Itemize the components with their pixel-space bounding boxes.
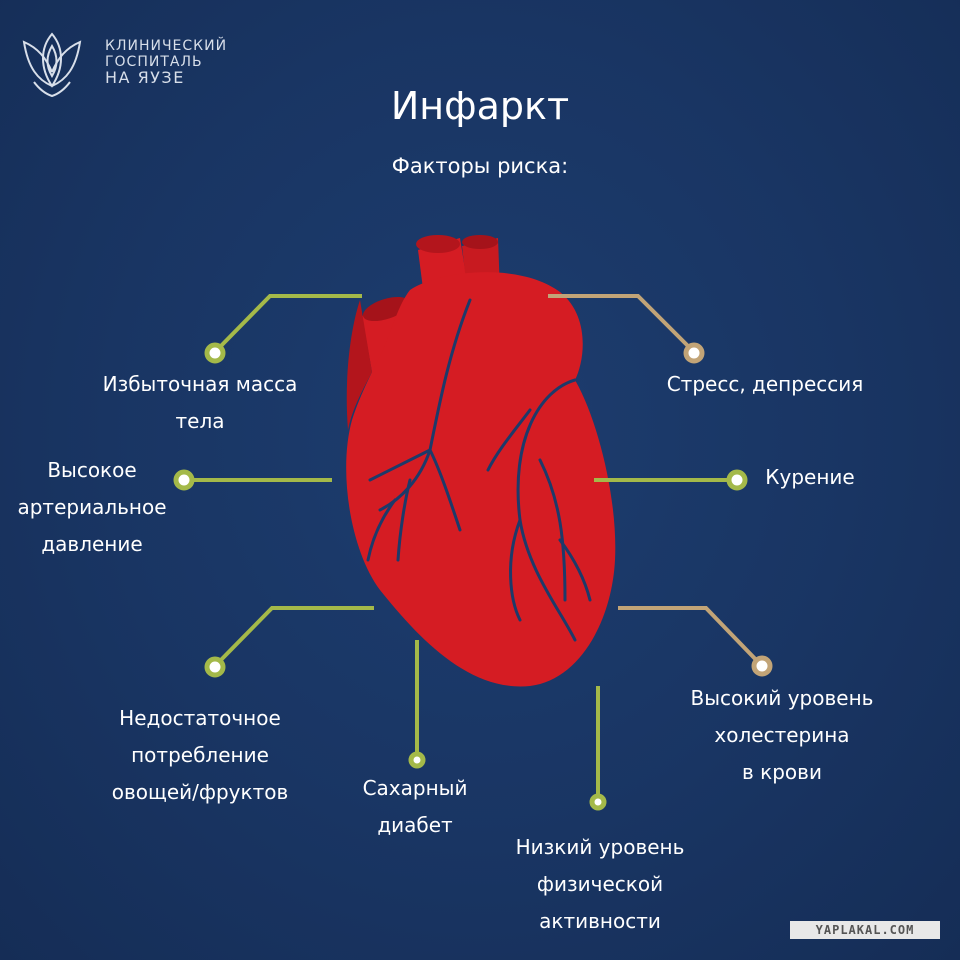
page-title: Инфаркт bbox=[390, 84, 570, 128]
hospital-name-line1: КЛИНИЧЕСКИЙ bbox=[105, 38, 228, 54]
dot-excess-weight bbox=[204, 342, 226, 364]
page-subtitle: Факторы риска: bbox=[391, 154, 569, 178]
connectors bbox=[184, 294, 764, 800]
label-blood-pressure: Высокое артериальное давление bbox=[17, 458, 167, 556]
label-low-vegetables: Недостаточное потребление овощей/фруктов bbox=[111, 706, 289, 804]
hospital-name-line2: ГОСПИТАЛЬ bbox=[105, 54, 203, 70]
label-diabetes: Сахарный диабет bbox=[362, 776, 468, 837]
watermark: YAPLAKAL.COM bbox=[790, 921, 940, 939]
label-excess-weight: Избыточная масса тела bbox=[102, 372, 298, 433]
label-low-activity: Низкий уровень физической активности bbox=[515, 835, 685, 933]
hospital-logo-icon bbox=[22, 32, 82, 98]
connector-stress bbox=[548, 294, 696, 354]
dot-diabetes bbox=[408, 751, 426, 769]
dot-cholesterol bbox=[751, 655, 773, 677]
dot-blood-pressure bbox=[173, 469, 195, 491]
dot-low-vegetables bbox=[204, 656, 226, 678]
label-stress: Стресс, депрессия bbox=[666, 372, 864, 396]
hospital-name-line3: НА ЯУЗЕ bbox=[105, 68, 185, 87]
dot-stress bbox=[683, 342, 705, 364]
connector-cholesterol bbox=[618, 606, 764, 668]
connector-low-vegetables bbox=[213, 606, 374, 668]
hospital-name: КЛИНИЧЕСКИЙ ГОСПИТАЛЬ НА ЯУЗЕ bbox=[105, 38, 227, 86]
label-cholesterol: Высокий уровень холестерина в крови bbox=[690, 686, 874, 784]
connector-excess-weight bbox=[213, 294, 362, 354]
heart-icon bbox=[346, 235, 616, 687]
label-smoking: Курение bbox=[765, 465, 855, 489]
dot-low-activity bbox=[589, 793, 607, 811]
dot-smoking bbox=[726, 469, 748, 491]
